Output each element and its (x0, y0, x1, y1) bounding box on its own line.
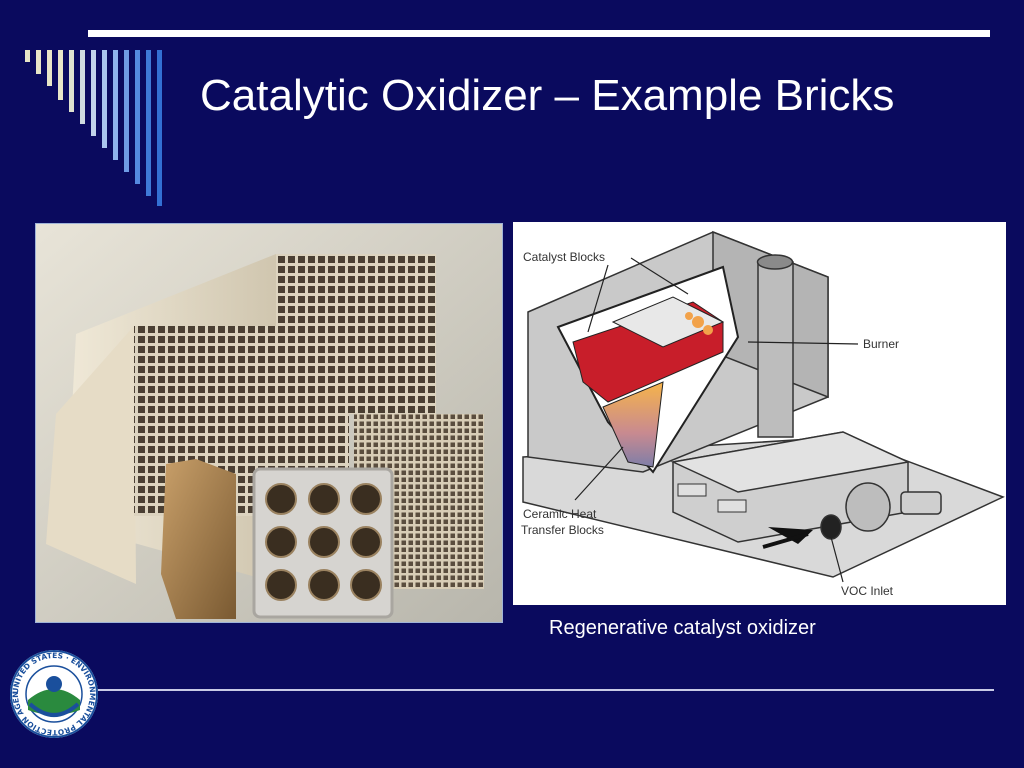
bottom-rule (98, 689, 994, 691)
diagram-caption: Regenerative catalyst oxidizer (549, 617, 816, 639)
label-burner: Burner (863, 337, 900, 351)
label-voc-inlet: VOC Inlet (841, 584, 894, 598)
leaf-icon (28, 689, 80, 715)
catalyst-bricks-photo (35, 223, 503, 623)
epa-logo: UNITED STATES · ENVIRONMENTAL PROTECTION… (8, 648, 98, 738)
label-ceramic-heat: Ceramic Heat (523, 507, 597, 521)
top-rule (88, 30, 990, 37)
oxidizer-diagram-illustration (522, 230, 1005, 583)
slide-title: Catalytic Oxidizer – Example Bricks (200, 71, 895, 120)
oxidizer-diagram: Catalyst Blocks Burner Ceramic Heat Tran… (513, 222, 1006, 605)
label-catalyst-blocks: Catalyst Blocks (523, 250, 606, 264)
catalyst-bricks-illustration (36, 224, 502, 622)
decorative-stripes (25, 50, 162, 206)
water-icon (46, 676, 62, 692)
label-transfer-blocks: Transfer Blocks (521, 523, 604, 537)
